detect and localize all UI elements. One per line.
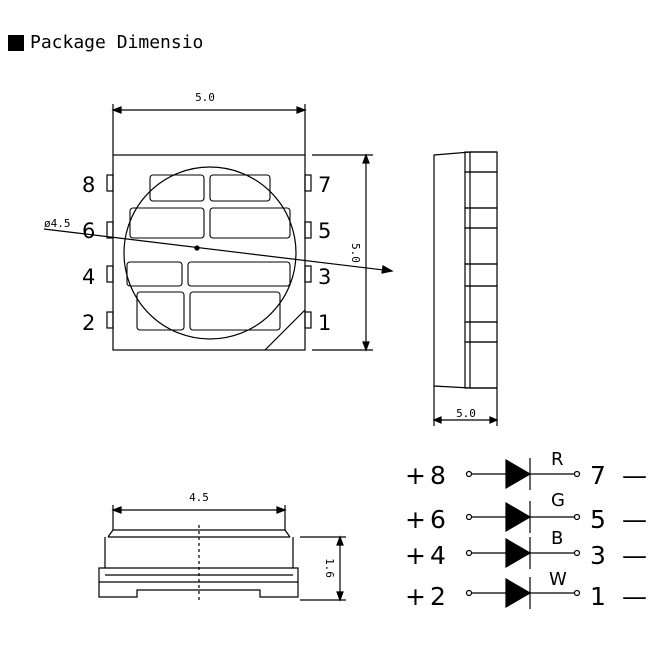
diode-icon [505,501,532,533]
pin-label-left-4: 2 [82,311,95,335]
circuit-diagram: + 8 R 7 — + 6 G 5 — + [405,449,647,611]
pin-label-left-2: 6 [82,219,95,243]
top-height-label: 5.0 [349,243,362,263]
led-row-r: + 8 R 7 — [405,449,647,490]
svg-text:1: 1 [590,582,606,611]
side-view: 5.0 [432,151,499,426]
top-view: 5.0 [43,91,394,352]
front-height-label: 1.6 [323,558,336,578]
svg-text:2: 2 [430,582,446,611]
svg-text:R: R [551,449,564,470]
svg-text:4: 4 [430,541,446,570]
pin-label-left-1: 8 [82,173,95,197]
square-bullet-icon [8,34,24,51]
svg-text:—: — [622,541,647,570]
front-view: 4.5 1.6 [98,491,346,602]
led-row-b: + 4 B 3 — [405,528,647,570]
diode-icon [505,458,532,490]
led-row-w: + 2 W 1 — [405,569,647,611]
svg-text:+: + [405,582,426,611]
svg-text:6: 6 [430,505,446,534]
svg-text:5: 5 [590,505,606,534]
pin-label-left-3: 4 [82,265,95,289]
top-width-label: 5.0 [195,91,215,104]
pin-label-right-4: 1 [318,311,331,335]
diode-icon [505,577,532,609]
pin-label-right-1: 7 [318,173,331,197]
pin-label-right-2: 5 [318,219,331,243]
svg-text:—: — [622,582,647,611]
svg-text:—: — [622,461,647,490]
diameter-label: ø4.5 [44,217,71,230]
diode-icon [505,537,532,569]
svg-text:7: 7 [590,461,606,490]
svg-text:+: + [405,505,426,534]
svg-text:+: + [405,461,426,490]
lens-circle [123,166,297,340]
led-row-g: + 6 G 5 — [405,490,647,534]
svg-text:—: — [622,505,647,534]
side-width-label: 5.0 [456,407,476,420]
svg-text:B: B [551,528,563,549]
svg-text:8: 8 [430,461,446,490]
svg-text:+: + [405,541,426,570]
section-header: Package Dimensio [8,32,203,53]
svg-text:W: W [549,569,567,590]
svg-text:G: G [551,490,565,511]
top-body-outline [112,154,306,351]
pin-label-right-3: 3 [318,265,331,289]
svg-text:3: 3 [590,541,606,570]
section-title: Package Dimensio [30,32,204,53]
front-width-label: 4.5 [189,491,209,504]
